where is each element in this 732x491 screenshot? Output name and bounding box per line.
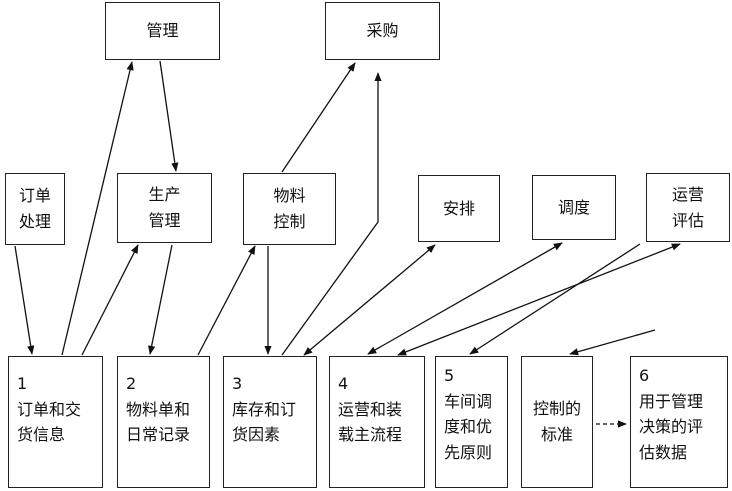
shop-scheduling-line-1: 车间调 bbox=[444, 391, 493, 411]
arrow-box1-to-production bbox=[81, 244, 139, 356]
evaluation-data-line-2: 决策的评 bbox=[639, 417, 704, 437]
operations-loading-box: 4 运营和装 载主流程 bbox=[329, 356, 425, 488]
box-number: 4 bbox=[338, 374, 349, 393]
box-number: 6 bbox=[639, 366, 650, 385]
arrangement-box: 安排 bbox=[418, 175, 500, 242]
shop-scheduling-line-3: 先原则 bbox=[444, 442, 493, 462]
production-management-line-2: 管理 bbox=[148, 211, 181, 230]
arrow-to-box5 bbox=[469, 243, 641, 355]
arrow-box1-to-management bbox=[61, 61, 134, 356]
inventory-ordering-line-1: 库存和订 bbox=[232, 399, 297, 419]
bom-daily-records-line-2: 日常记录 bbox=[126, 425, 191, 445]
procurement-box: 采购 bbox=[325, 2, 440, 60]
arrow-production-to-box2 bbox=[148, 244, 173, 355]
control-standard-line-1: 控制的 bbox=[532, 399, 581, 419]
order-delivery-info-line-1: 订单和交 bbox=[17, 399, 82, 419]
order-processing-box: 订单 处理 bbox=[5, 173, 65, 245]
dispatch-box: 调度 bbox=[532, 175, 616, 240]
management-box: 管理 bbox=[105, 2, 220, 60]
inventory-ordering-box: 3 库存和订 货因素 bbox=[223, 356, 317, 488]
arrow-box3-arrangement bbox=[303, 244, 436, 356]
procurement-label: 采购 bbox=[366, 21, 399, 41]
dispatch-label: 调度 bbox=[557, 197, 590, 217]
operations-loading-line-2: 载主流程 bbox=[338, 425, 403, 445]
operations-evaluation-line-2: 评估 bbox=[671, 210, 704, 230]
arrangement-label: 安排 bbox=[442, 198, 475, 218]
order-processing-line-2: 处理 bbox=[18, 212, 51, 231]
arrow-box3-to-procurement bbox=[281, 72, 382, 356]
order-processing-line-1: 订单 bbox=[18, 186, 51, 206]
order-delivery-info-line-2: 货信息 bbox=[17, 425, 66, 445]
arrow-dispatch-to-box4 bbox=[367, 242, 563, 355]
arrow-box4-operations-evaluation bbox=[397, 243, 681, 356]
control-standard-line-2: 标准 bbox=[540, 425, 573, 444]
bom-daily-records-box: 2 物料单和 日常记录 bbox=[117, 356, 210, 488]
production-management-box: 生产 管理 bbox=[117, 173, 212, 243]
inventory-ordering-line-2: 货因素 bbox=[232, 425, 281, 445]
evaluation-data-line-1: 用于管理 bbox=[639, 391, 704, 411]
arrow-order-processing-to-box1 bbox=[14, 245, 35, 355]
box-number: 1 bbox=[17, 374, 28, 393]
order-delivery-info-box: 1 订单和交 货信息 bbox=[8, 356, 103, 488]
material-control-line-1: 物料 bbox=[273, 186, 306, 206]
arrow-material-control-to-procurement bbox=[281, 62, 356, 173]
evaluation-data-box: 6 用于管理 决策的评 估数据 bbox=[630, 356, 728, 488]
arrow-box2-to-material-control bbox=[197, 245, 256, 356]
operations-evaluation-line-1: 运营 bbox=[671, 184, 704, 204]
bom-daily-records-line-1: 物料单和 bbox=[126, 399, 191, 419]
shop-scheduling-box: 5 车间调 度和优 先原则 bbox=[435, 356, 508, 488]
box-number: 3 bbox=[232, 374, 243, 393]
production-management-line-1: 生产 bbox=[148, 185, 181, 205]
evaluation-data-line-3: 估数据 bbox=[639, 442, 688, 462]
box-number: 2 bbox=[126, 374, 137, 393]
material-control-line-2: 控制 bbox=[273, 212, 306, 231]
operations-evaluation-box: 运营 评估 bbox=[646, 173, 730, 242]
shop-scheduling-line-2: 度和优 bbox=[444, 417, 493, 437]
box-number: 5 bbox=[444, 366, 455, 385]
control-standard-box: 控制的 标准 bbox=[521, 356, 593, 488]
arrow-to-control-standard bbox=[569, 329, 656, 356]
management-label: 管理 bbox=[146, 21, 179, 41]
arrow-management-to-production bbox=[159, 60, 179, 172]
operations-loading-line-1: 运营和装 bbox=[338, 399, 403, 419]
material-control-box: 物料 控制 bbox=[243, 173, 336, 245]
